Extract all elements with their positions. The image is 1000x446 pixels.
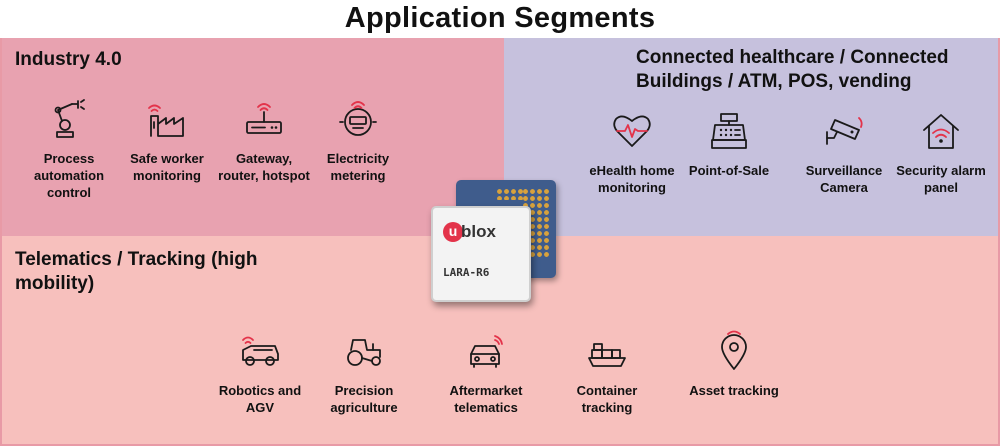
title-bar: Application Segments bbox=[0, 0, 1000, 38]
connected-car-icon bbox=[465, 330, 507, 372]
segment-item-asset-tracking: Asset tracking bbox=[684, 330, 784, 399]
segment-item-precision-agriculture: Precision agriculture bbox=[314, 330, 414, 416]
security-camera-icon bbox=[823, 110, 865, 152]
segment-item-label: Safe worker monitoring bbox=[130, 151, 204, 183]
segment-item-label: Security alarm panel bbox=[896, 163, 986, 195]
segment-item-label: Point-of-Sale bbox=[688, 163, 770, 178]
segment-item-container-tracking: Container tracking bbox=[557, 330, 657, 416]
cash-register-icon bbox=[708, 110, 750, 152]
segment-item-label: Electricity metering bbox=[326, 151, 390, 183]
tractor-icon bbox=[343, 330, 385, 372]
segment-item-safe-worker: Safe worker monitoring bbox=[117, 98, 217, 184]
segment-item-surveillance: Surveillance Camera bbox=[794, 110, 894, 196]
home-wifi-icon bbox=[920, 110, 962, 152]
segment-item-label: Aftermarket telematics bbox=[449, 383, 523, 415]
segment-item-label: Asset tracking bbox=[689, 383, 779, 398]
segment-item-label: Gateway, router, hotspot bbox=[218, 151, 310, 183]
robot-arm-icon bbox=[48, 98, 90, 140]
segment-item-label: eHealth home monitoring bbox=[589, 163, 675, 195]
segment-item-gateway: Gateway, router, hotspot bbox=[214, 98, 314, 184]
segment-item-ehealth: eHealth home monitoring bbox=[582, 110, 682, 196]
segment-item-electricity-metering: Electricity metering bbox=[308, 98, 408, 184]
module-model: LARA-R6 bbox=[443, 266, 490, 279]
segment-item-process-automation: Process automation control bbox=[19, 98, 119, 201]
segment-item-point-of-sale: Point-of-Sale bbox=[679, 110, 779, 179]
segment-item-label: Robotics and AGV bbox=[218, 383, 302, 415]
segment-item-security-alarm: Security alarm panel bbox=[891, 110, 991, 196]
smart-meter-icon bbox=[337, 98, 379, 140]
segment-item-label: Precision agriculture bbox=[330, 383, 398, 415]
segment-item-aftermarket-telematics: Aftermarket telematics bbox=[436, 330, 536, 416]
industry-segment-title: Industry 4.0 bbox=[15, 49, 122, 70]
telematics-segment-title: Telematics / Tracking (high mobility) bbox=[15, 249, 258, 294]
factory-icon bbox=[146, 98, 188, 140]
page-title: Application Segments bbox=[344, 2, 656, 34]
ublox-logo-mark: u bbox=[443, 222, 463, 242]
healthcare-segment-panel: Connected healthcare / Connected Buildin… bbox=[504, 38, 998, 236]
agv-icon bbox=[239, 330, 281, 372]
cargo-ship-icon bbox=[586, 330, 628, 372]
router-icon bbox=[243, 98, 285, 140]
location-pin-icon bbox=[713, 330, 755, 372]
module-pads bbox=[496, 188, 524, 200]
segment-item-label: Container tracking bbox=[576, 383, 638, 415]
healthcare-segment-title: Connected healthcare / Connected Buildin… bbox=[636, 47, 949, 92]
segment-item-label: Process automation control bbox=[33, 151, 105, 200]
segment-item-label: Surveillance Camera bbox=[805, 163, 883, 195]
ublox-logo-text: blox bbox=[461, 222, 496, 241]
industry-segment-panel: Industry 4.0 Process automation control … bbox=[2, 38, 504, 236]
segment-item-robotics-agv: Robotics and AGV bbox=[210, 330, 310, 416]
heartbeat-icon bbox=[611, 110, 653, 152]
